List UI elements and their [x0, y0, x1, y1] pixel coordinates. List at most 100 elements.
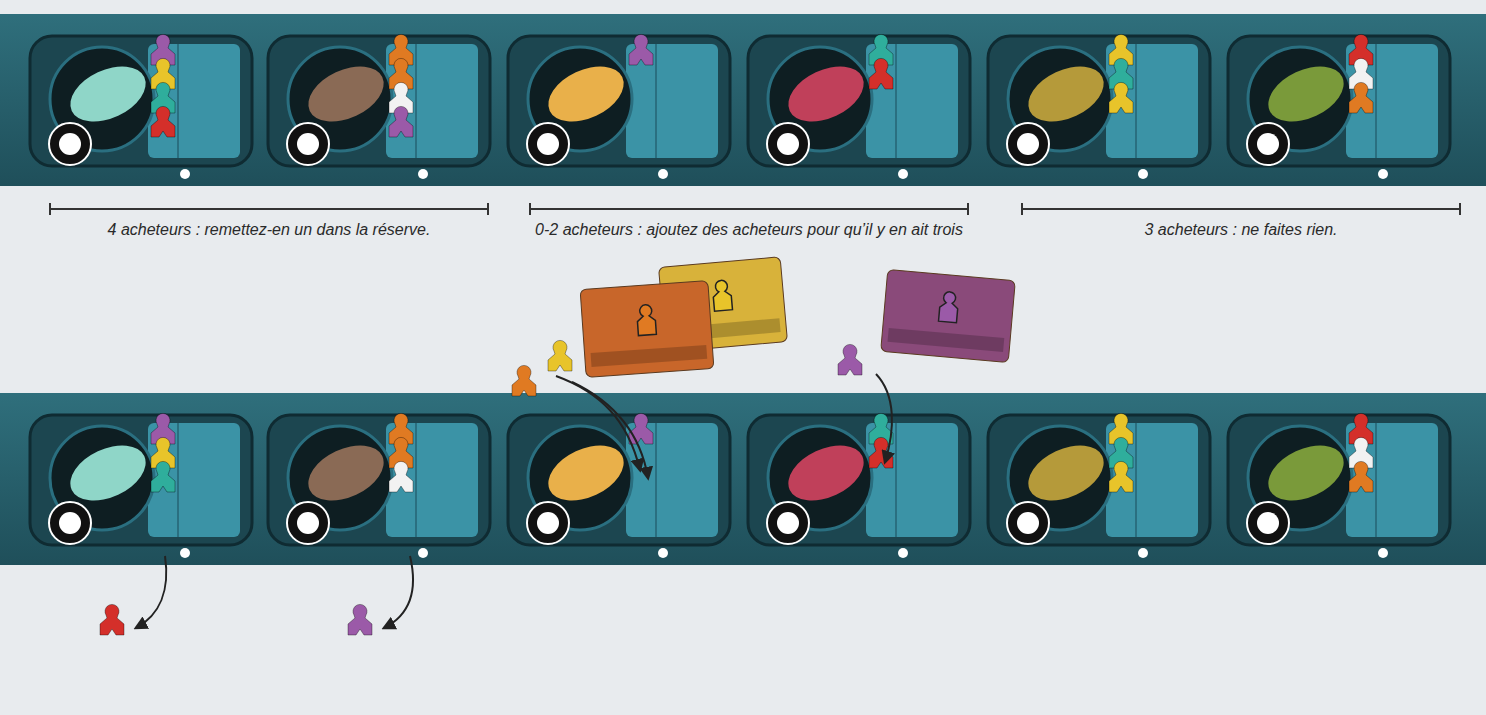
- buyer-area: [1106, 423, 1198, 537]
- bracket: [529, 203, 531, 215]
- resource-icon: [59, 133, 81, 155]
- buyer-meeple: [1349, 82, 1373, 113]
- slot-mark: [898, 169, 908, 179]
- grid-line: [895, 44, 897, 158]
- buyer-meeple: [1109, 82, 1133, 113]
- grid-line: [177, 44, 179, 158]
- ship-creature: [1020, 55, 1113, 132]
- resource-icon: [1247, 502, 1289, 544]
- card-symbol: [636, 304, 656, 335]
- ship-slot: [268, 36, 490, 166]
- resource-icon: [287, 502, 329, 544]
- ship-slot: [30, 415, 252, 545]
- ship-creature: [540, 434, 633, 511]
- bracket: [49, 203, 51, 215]
- resource-icon: [297, 133, 319, 155]
- grid-line: [177, 423, 179, 537]
- buyer-meeple: [838, 344, 862, 375]
- bracket: [530, 208, 968, 210]
- resource-icon: [1247, 123, 1289, 165]
- resource-icon: [537, 133, 559, 155]
- slot-mark: [658, 169, 668, 179]
- slot-mark: [1378, 548, 1388, 558]
- market-band: [0, 14, 1486, 186]
- buyer-area: [386, 44, 478, 158]
- move-arrow: [572, 382, 648, 478]
- grid-line: [895, 423, 897, 537]
- buyer-area: [1346, 423, 1438, 537]
- grid-line: [1135, 423, 1137, 537]
- slot-mark: [180, 548, 190, 558]
- ship-slot: [748, 415, 970, 545]
- resource-icon: [1257, 133, 1279, 155]
- ship-slot: [508, 415, 730, 545]
- buyer-card: [881, 270, 1016, 363]
- buyer-meeple: [869, 58, 893, 89]
- bracket: [1022, 208, 1460, 210]
- ship-creature: [62, 55, 155, 132]
- buyer-meeple: [151, 461, 175, 492]
- buyer-meeple: [629, 34, 653, 65]
- resource-icon: [767, 502, 809, 544]
- ship-slot: [748, 36, 970, 166]
- ship-creature: [780, 55, 873, 132]
- ship-slot: [1228, 415, 1450, 545]
- buyer-area: [148, 44, 240, 158]
- grid-line: [1135, 44, 1137, 158]
- slot-mark: [418, 169, 428, 179]
- slot-mark: [1138, 169, 1148, 179]
- move-arrow: [556, 376, 640, 470]
- buyer-meeple: [389, 461, 413, 492]
- ship-creature: [1260, 434, 1353, 511]
- resource-icon: [767, 123, 809, 165]
- ship-slot: [988, 415, 1210, 545]
- buyer-meeple: [512, 365, 536, 396]
- card-strip: [591, 345, 708, 367]
- resource-icon: [1007, 123, 1049, 165]
- resource-icon: [287, 123, 329, 165]
- buyer-meeple: [100, 604, 124, 635]
- slot-mark: [898, 548, 908, 558]
- buyer-card: [580, 281, 714, 378]
- buyer-card: [580, 281, 714, 378]
- buyer-meeple: [1109, 461, 1133, 492]
- ship-creature: [540, 55, 633, 132]
- ship-slot: [508, 36, 730, 166]
- move-arrow: [136, 556, 166, 628]
- buyer-card: [881, 270, 1016, 363]
- ship-creature: [300, 434, 393, 511]
- grid-line: [415, 423, 417, 537]
- resource-icon: [1257, 512, 1279, 534]
- slot-mark: [1378, 169, 1388, 179]
- buyer-area: [386, 423, 478, 537]
- ship-creature: [300, 55, 393, 132]
- resource-icon: [59, 512, 81, 534]
- grid-line: [655, 44, 657, 158]
- resource-icon: [297, 512, 319, 534]
- move-arrow: [384, 556, 413, 628]
- buyer-area: [148, 423, 240, 537]
- grid-line: [415, 44, 417, 158]
- bracket: [1021, 203, 1023, 215]
- slot-mark: [418, 548, 428, 558]
- buyer-area: [1346, 44, 1438, 158]
- buyer-meeple: [389, 106, 413, 137]
- grid-line: [1375, 44, 1377, 158]
- buyer-meeple: [348, 604, 372, 635]
- buyer-meeple: [629, 413, 653, 444]
- buyer-area: [866, 423, 958, 537]
- bracket: [487, 203, 489, 215]
- rule-note: 4 acheteurs : remettez-en un dans la rés…: [108, 221, 431, 239]
- grid-line: [655, 423, 657, 537]
- resource-icon: [777, 133, 799, 155]
- resource-icon: [49, 502, 91, 544]
- resource-icon: [1017, 512, 1039, 534]
- buyer-meeple: [1349, 461, 1373, 492]
- buyer-meeple: [548, 340, 572, 371]
- resource-icon: [537, 512, 559, 534]
- card-symbol: [939, 291, 960, 323]
- resource-icon: [777, 512, 799, 534]
- card-strip: [888, 328, 1005, 352]
- ship-creature: [780, 434, 873, 511]
